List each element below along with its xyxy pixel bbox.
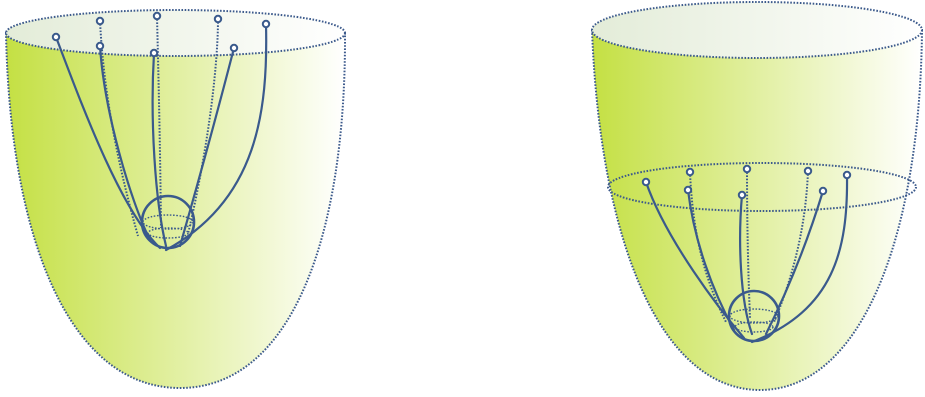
right-bead-3 xyxy=(805,168,811,174)
left-bead-6 xyxy=(97,43,103,49)
right-bead-7 xyxy=(739,192,745,198)
right-bead-5 xyxy=(643,179,649,185)
left-bowl-figure xyxy=(6,10,345,388)
right-bowl-figure xyxy=(592,2,922,390)
right-bead-4 xyxy=(844,172,850,178)
left-bead-8 xyxy=(231,45,237,51)
left-bead-2 xyxy=(154,13,160,19)
right-bead-1 xyxy=(687,169,693,175)
left-bowl-body xyxy=(6,33,345,388)
left-bead-3 xyxy=(215,16,221,22)
right-bead-6 xyxy=(685,187,691,193)
left-bead-1 xyxy=(97,18,103,24)
right-bead-8 xyxy=(820,188,826,194)
left-bead-5 xyxy=(53,34,59,40)
right-bowl-rim xyxy=(592,2,922,58)
right-bead-2 xyxy=(744,166,750,172)
left-bead-7 xyxy=(151,50,157,56)
left-bead-4 xyxy=(263,21,269,27)
